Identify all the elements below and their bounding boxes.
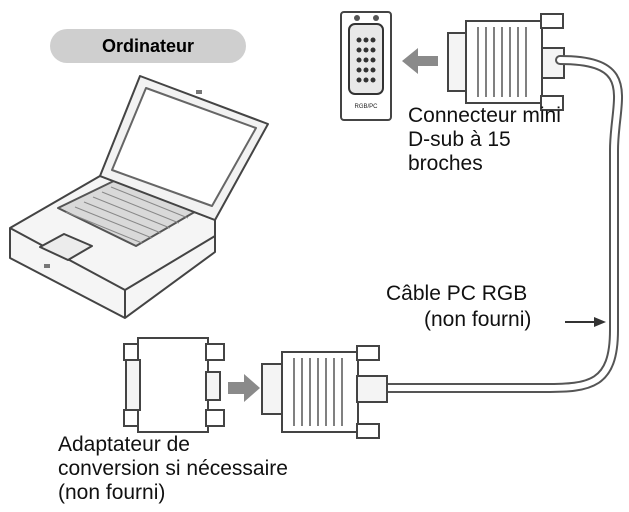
adapter-label-line-2: conversion si nécessaire [58, 457, 288, 480]
connector-label-line-3: broches [408, 152, 483, 175]
adapter-label-line-1: Adaptateur de [58, 433, 190, 456]
connector-label-line-1: Connecteur mini [408, 104, 561, 127]
arrow-to-port-icon [402, 48, 438, 74]
adapter-label-line-3: (non fourni) [58, 481, 166, 504]
laptop-illustration [9, 75, 269, 319]
connector-label: Connecteur mini D-sub à 15 broches [408, 104, 561, 176]
adapter-label: Adaptateur de conversion si nécessaire (… [58, 433, 288, 505]
cable-pointer-icon [565, 317, 606, 327]
port-label: RGB/PC [354, 104, 378, 110]
conversion-adapter [123, 337, 225, 433]
connector-label-line-2: D-sub à 15 [408, 128, 511, 151]
bottom-vga-connector [261, 345, 388, 439]
computer-label: Ordinateur [50, 29, 246, 63]
arrow-to-connector-icon [228, 374, 260, 402]
cable-label-line-2: (non fourni) [424, 308, 532, 331]
cable-label-line-1: Câble PC RGB [386, 282, 528, 305]
monitor-port-panel [340, 11, 392, 121]
top-vga-connector [447, 13, 565, 111]
